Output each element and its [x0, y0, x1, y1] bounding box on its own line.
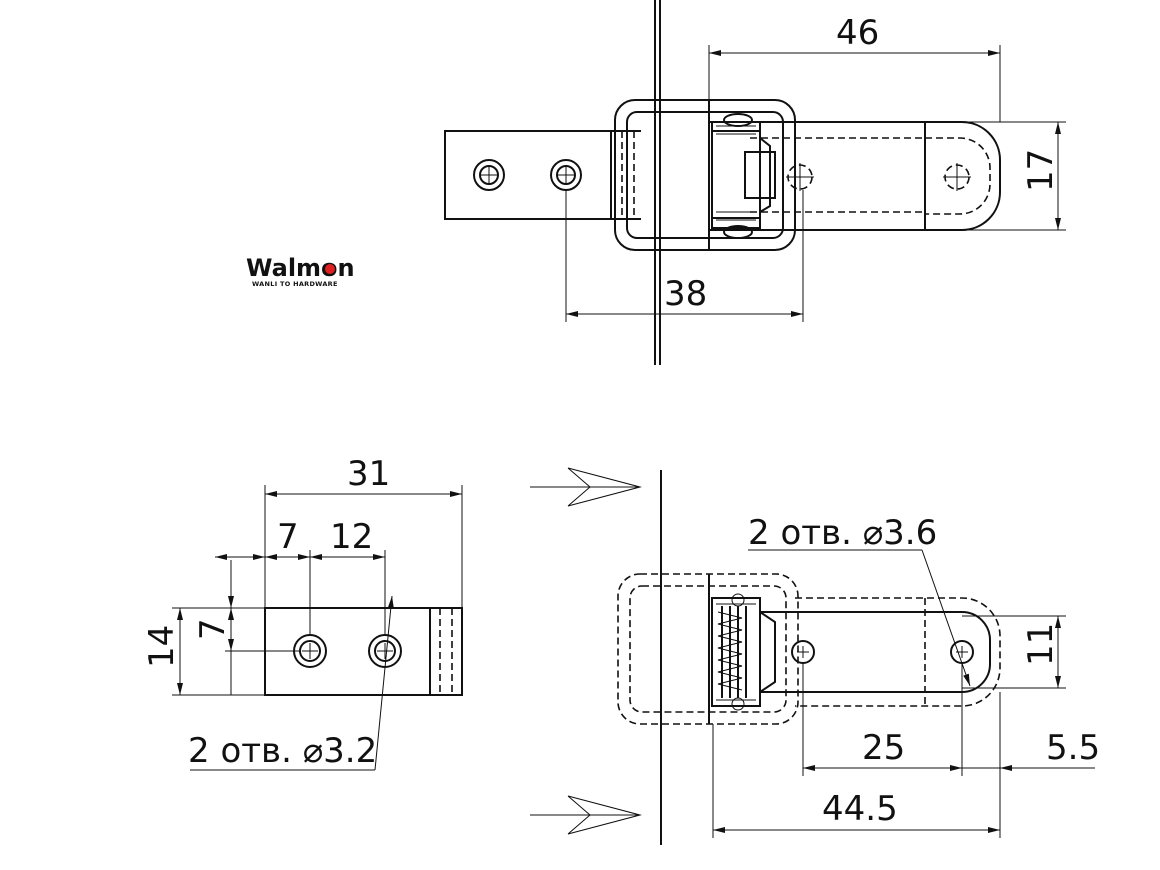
brand-logo: Walmon WANLI TO HARDWARE	[246, 254, 355, 288]
dim-label-25: 25	[862, 728, 905, 768]
dim-label-7-vertical: 7	[193, 618, 233, 640]
direction-arrow-top	[530, 467, 642, 507]
dim-latch-length: 44.5	[712, 724, 1000, 838]
leader-strike-holes: 2 отв. ⌀3.2	[188, 595, 394, 771]
dim-label-5-5: 5.5	[1046, 728, 1100, 768]
dim-label-7-horizontal: 7	[277, 517, 299, 557]
dim-top-hole-span: 38	[565, 190, 804, 322]
logo-wordmark: Walmon	[246, 254, 355, 282]
dim-strike-hole-height: 7	[193, 560, 300, 695]
dim-label-11: 11	[1021, 623, 1061, 666]
dim-label-44-5: 44.5	[822, 789, 898, 829]
logo-red-dot	[325, 264, 335, 274]
latch-body	[708, 574, 1001, 724]
dim-label-17: 17	[1021, 149, 1061, 192]
leader-latch-holes: 2 отв. ⌀3.6	[748, 513, 971, 687]
top-view: 46 17 38	[444, 0, 1066, 365]
dim-strike-height: 14	[142, 607, 265, 696]
top-latch-body	[708, 100, 1001, 250]
logo-tagline: WANLI TO HARDWARE	[252, 280, 338, 288]
latch-view: 2 отв. ⌀3.6 11 25 5.5 44.5	[530, 467, 1100, 845]
latch-holes-note: 2 отв. ⌀3.6	[748, 513, 937, 553]
dim-label-38: 38	[664, 274, 707, 314]
dim-latch-height: 11	[962, 615, 1066, 689]
top-bail-loop	[614, 99, 796, 251]
top-strike-hole-1	[473, 159, 505, 191]
strike-plate-view: 31 7 12 14 7	[142, 454, 463, 771]
strike-holes-note: 2 отв. ⌀3.2	[188, 731, 377, 771]
dim-strike-holes: 7 12	[215, 517, 386, 635]
dim-strike-length: 31	[264, 454, 463, 608]
dim-label-12: 12	[330, 517, 373, 557]
dim-label-31: 31	[347, 454, 390, 494]
dim-latch-pitch: 25 5.5	[802, 663, 1100, 838]
dim-label-14: 14	[142, 625, 182, 668]
dim-top-width: 46	[708, 13, 1001, 122]
direction-arrow-bottom	[530, 795, 642, 835]
dim-label-46: 46	[836, 13, 879, 53]
dim-top-height: 17	[962, 121, 1066, 231]
top-strike-plate	[444, 130, 641, 220]
